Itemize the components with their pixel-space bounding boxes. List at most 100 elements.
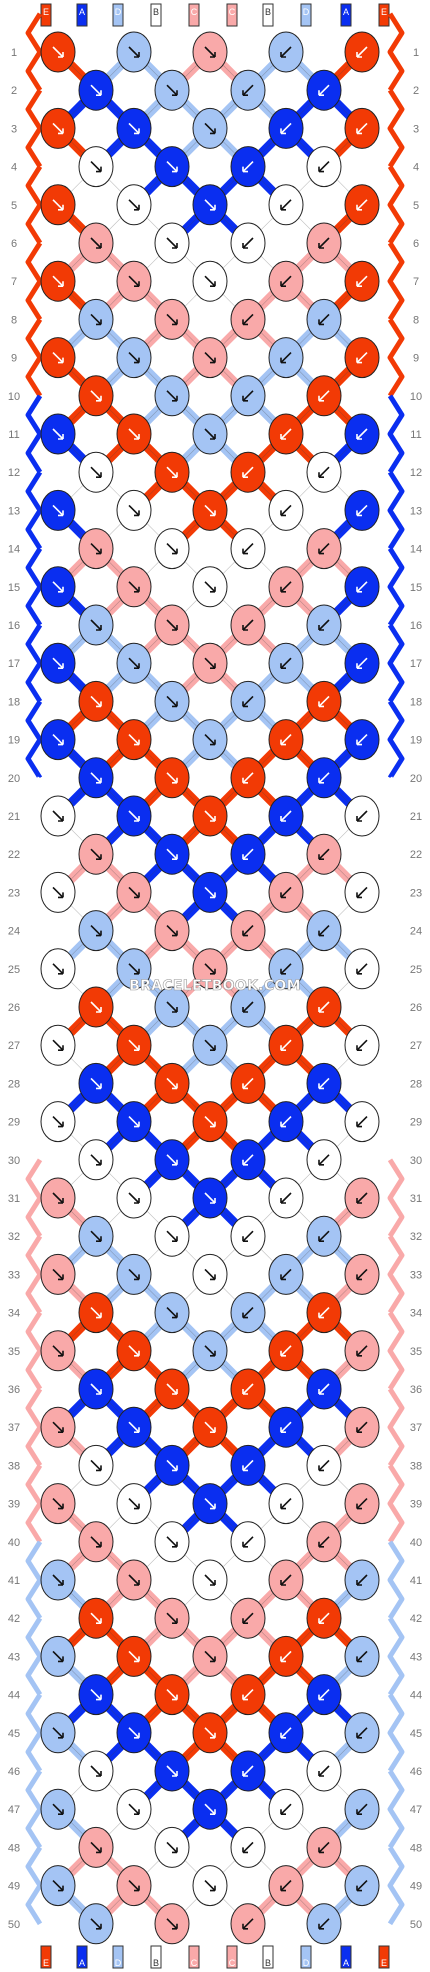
knot-arrowhead-icon [242,1236,248,1242]
knot-arrow-icon [318,390,330,402]
knot-arrowhead-icon [318,777,324,784]
right-edge-border [387,1769,405,1849]
knot-arrowhead-icon [280,1809,286,1815]
row-number-right: 43 [410,1651,422,1663]
knot-arrow-icon [242,1918,254,1930]
knot-arrow-icon [166,84,178,96]
row-number-left: 11 [8,429,19,441]
knot-arrow-icon [204,504,216,516]
knot-arrowhead-icon [242,625,248,631]
knot-arrow-icon [204,1650,216,1662]
knot-arrow-icon [166,1765,178,1777]
knot [154,680,190,722]
row-number-left: 33 [8,1269,20,1281]
knot [192,1024,228,1066]
knot-arrowhead-icon [172,1389,178,1395]
knot-arrowhead-icon [356,52,362,58]
knot-arrowhead-icon [58,357,64,364]
row-number-left: 22 [8,849,20,861]
knot-arrow-icon [356,46,368,58]
knot [344,642,380,684]
knot [116,260,152,302]
knot-arrowhead-icon [134,739,140,746]
knot [344,489,380,531]
knot [306,451,342,493]
knot [78,1139,114,1181]
knot [40,1635,76,1677]
knot-arrow-icon [204,352,216,364]
knot [116,489,152,531]
knot-arrowhead-icon [356,816,362,822]
knot-arrow-icon [166,1230,178,1242]
knot-arrow-icon [242,161,254,173]
knot-arrowhead-icon [210,357,216,364]
knot [154,1368,190,1410]
row-number-left: 49 [8,1881,20,1893]
knot-arrow-icon [280,1880,292,1892]
knot [306,1215,342,1257]
knot-arrowhead-icon [242,1923,248,1930]
knot [268,1788,304,1830]
knot [154,146,190,188]
knot-arrow-icon [52,1116,64,1128]
knot-arrowhead-icon [134,1274,140,1281]
knot-arrow-icon [356,581,368,593]
knot-arrowhead-icon [318,90,324,96]
row-number-right: 24 [410,926,422,938]
knot-arrowhead-icon [280,1885,286,1892]
knot [268,948,304,990]
row-number-left: 45 [8,1728,20,1740]
knot-arrowhead-icon [356,1045,362,1051]
knot [192,489,228,531]
knot-arrow-icon [204,1727,216,1739]
knot-arrow-icon [90,1459,102,1471]
knot [230,910,266,952]
knot-arrow-icon [318,543,330,555]
row-number-left: 42 [8,1613,20,1625]
right-edge-border [387,318,405,398]
knot-arrow-icon [166,1154,178,1166]
knot-arrowhead-icon [280,968,286,975]
row-number-right: 27 [410,1040,422,1052]
knot-arrow-icon [90,925,102,937]
left-edge-border [25,929,43,1009]
knot-arrow-icon [356,1650,368,1662]
row-number-left: 35 [8,1346,20,1358]
knot-arrowhead-icon [134,1427,140,1433]
knot-arrowhead-icon [356,204,362,211]
knot [116,871,152,913]
knot [40,566,76,608]
knot-arrowhead-icon [58,1732,64,1739]
knot-arrow-icon [356,1192,368,1204]
knot-arrowhead-icon [356,1656,362,1663]
knot-arrowhead-icon [210,1427,216,1433]
knot-arrow-icon [90,619,102,631]
right-edge-border [387,470,405,550]
left-edge-border [25,394,43,474]
knot [40,337,76,379]
knot [344,1712,380,1754]
row-number-left: 29 [8,1117,20,1129]
knot [344,1865,380,1907]
bottom-strand-letter: C [229,1958,236,1968]
knot-arrowhead-icon [96,1771,102,1777]
knot-arrowhead-icon [318,625,324,631]
knot-arrow-icon [242,1154,254,1166]
row-number-right: 42 [410,1613,422,1625]
bottom-strand-tab [378,1945,390,1969]
row-number-right: 3 [413,123,419,135]
knot-arrowhead-icon [58,1427,64,1433]
bottom-strand-tab [300,1945,312,1969]
knot-arrowhead-icon [318,1618,324,1624]
knot [116,1406,152,1448]
knot-arrow-icon [318,1307,330,1319]
knot-arrowhead-icon [58,586,64,593]
knot-arrowhead-icon [356,663,362,669]
knot-arrow-icon [280,275,292,287]
knot-arrowhead-icon [96,777,102,784]
knot-arrow-icon [90,313,102,325]
knot-arrow-icon [90,1001,102,1013]
knot [78,757,114,799]
knot-arrow-icon [90,1612,102,1624]
knot-arrow-icon [128,352,140,364]
